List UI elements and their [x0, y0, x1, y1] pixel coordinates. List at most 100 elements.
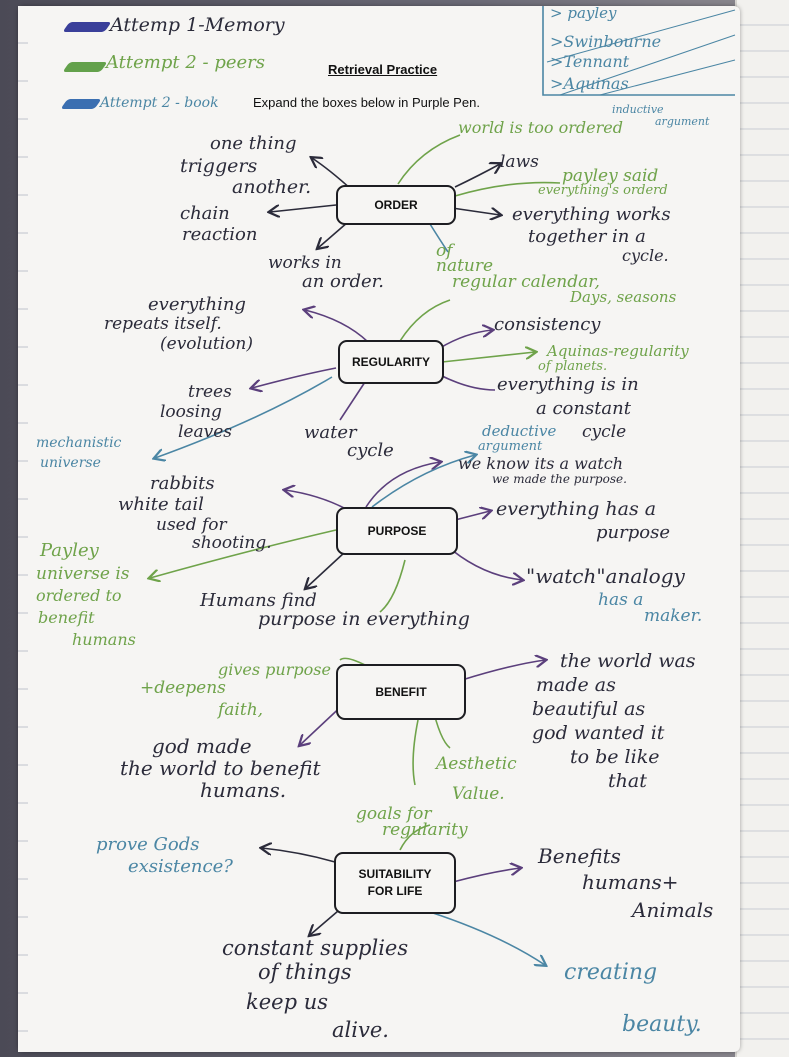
regularity-note-h2: universe	[40, 455, 101, 471]
order-note-b1: chain	[180, 203, 230, 224]
order-note-e1: laws	[500, 152, 539, 172]
regularity-note-b2: Days, seasons	[570, 288, 677, 306]
benefit-note-d2: Value.	[452, 784, 505, 804]
purpose-note-e5: humans	[72, 630, 136, 649]
benefit-note-d1: Aesthetic	[436, 754, 517, 774]
order-note-c2: an order.	[302, 271, 385, 292]
box-benefit: BENEFIT	[336, 664, 466, 720]
suitability-note-a1: prove Gods	[96, 834, 200, 855]
benefit-note-b3: beautiful as	[532, 698, 646, 720]
box-purpose: PURPOSE	[336, 507, 458, 555]
purpose-note-e1: Payley	[40, 540, 99, 561]
purpose-note-g1: has a	[598, 590, 644, 610]
purpose-note-g2: maker.	[644, 606, 703, 626]
benefit-note-b2: made as	[536, 674, 616, 696]
order-note-h3: cycle.	[622, 246, 669, 265]
regularity-note-a3: (evolution)	[160, 334, 254, 354]
purpose-note-c2: white tail	[118, 494, 204, 515]
purpose-note-a1: deductive	[482, 422, 557, 440]
regularity-note-d2: of planets.	[538, 359, 608, 374]
suitability-note-c2: of things	[258, 960, 352, 984]
legend-attempt-2-book: Attempt 2 - book	[100, 95, 219, 111]
regularity-note-g2: cycle	[347, 440, 394, 461]
order-note-f1: world is too ordered	[458, 118, 623, 137]
benefit-note-b1: the world was	[560, 650, 696, 672]
benefit-note-b6: that	[608, 770, 647, 792]
benefit-note-e2: regularity	[382, 820, 468, 840]
benefit-note-c2: the world to benefit	[120, 756, 321, 780]
regularity-note-g1: water	[304, 422, 357, 443]
purpose-note-f1: "watch"analogy	[526, 564, 685, 588]
regularity-note-c1: consistency	[494, 314, 601, 335]
green-swatch-scribble	[62, 62, 108, 72]
benefit-note-a2: +deepens	[140, 678, 226, 698]
corner-payley: > payley	[550, 4, 617, 22]
regularity-note-d1: Aquinas-regularity	[547, 342, 689, 360]
purpose-note-h1: Humans find	[200, 590, 317, 611]
regularity-note-e3: cycle	[582, 422, 627, 442]
purpose-note-a2: argument	[478, 439, 543, 454]
benefit-note-c1: god made	[152, 734, 252, 758]
order-note-c1: works in	[268, 253, 342, 273]
box-suitability-line2: FOR LIFE	[367, 884, 423, 898]
order-note-a2: triggers	[180, 155, 258, 177]
regularity-note-e2: a constant	[536, 398, 631, 419]
order-note-a1: one thing	[210, 133, 297, 154]
regularity-note-b1: regular calendar,	[452, 272, 600, 292]
benefit-note-c3: humans.	[200, 778, 287, 802]
benefit-note-a1: gives purpose	[218, 660, 331, 679]
suitability-note-c3: keep us	[246, 990, 329, 1014]
suitability-note-d2: beauty.	[622, 1012, 702, 1037]
corner-argument: argument	[655, 115, 710, 128]
benefit-note-b4: god wanted it	[532, 722, 665, 744]
corner-inductive: inductive	[612, 103, 664, 116]
regularity-note-f1: trees	[188, 382, 232, 402]
purpose-note-c1: rabbits	[150, 473, 215, 494]
corner-tennant: >Tennant	[550, 52, 630, 71]
purpose-note-c3: used for	[156, 515, 227, 535]
suitability-note-c4: alive.	[332, 1018, 389, 1042]
regularity-note-e1: everything is in	[497, 374, 639, 395]
order-note-a3: another.	[232, 176, 312, 198]
suitability-note-b3: Animals	[632, 898, 714, 922]
legend-attempt-2-peers: Attempt 2 - peers	[106, 52, 265, 73]
order-note-g1: payley said	[562, 166, 659, 186]
box-suitability-line1: SUITABILITY	[358, 866, 432, 881]
purpose-note-e3: ordered to	[36, 586, 122, 605]
regularity-note-f3: leaves	[178, 422, 233, 442]
benefit-note-a3: faith,	[218, 700, 264, 720]
suitability-note-a2: exsistence?	[128, 856, 233, 877]
worksheet-title: Retrieval Practice	[328, 62, 438, 77]
order-note-d2: nature	[436, 256, 494, 276]
purpose-note-b2: we made the purpose.	[492, 472, 627, 486]
purpose-note-d2: purpose	[596, 522, 670, 543]
regularity-note-a1: everything	[148, 294, 246, 315]
order-note-b2: reaction	[182, 224, 258, 245]
benefit-note-e1: goals for	[356, 804, 432, 824]
corner-aquinas: >Aquinas	[550, 74, 629, 93]
suitability-note-d1: creating	[564, 960, 658, 985]
regularity-note-h1: mechanistic	[36, 435, 122, 451]
box-order: ORDER	[336, 185, 456, 225]
purpose-note-h2: purpose in everything	[258, 608, 470, 630]
box-suitability-for-life: SUITABILITY FOR LIFE	[334, 852, 456, 914]
legend-attempt-1: Attemp 1-Memory	[110, 14, 285, 36]
benefit-note-b5: to be like	[570, 746, 660, 768]
purpose-note-c4: shooting.	[192, 533, 272, 553]
regularity-note-a2: repeats itself.	[104, 314, 222, 334]
purpose-note-e4: benefit	[38, 608, 95, 627]
suitability-note-b1: Benefits	[538, 844, 621, 868]
suitability-note-b2: humans+	[582, 870, 679, 894]
order-note-h1: everything works	[512, 204, 671, 225]
purpose-note-e2: universe is	[36, 564, 130, 584]
box-regularity: REGULARITY	[338, 340, 444, 384]
purpose-note-b1: we know its a watch	[458, 454, 624, 473]
order-note-h2: together in a	[528, 226, 646, 247]
worksheet-instructions: Expand the boxes below in Purple Pen.	[253, 95, 480, 110]
suitability-note-c1: constant supplies	[222, 936, 409, 960]
order-note-g2: everything's orderd	[538, 183, 668, 198]
regularity-note-f2: loosing	[160, 402, 222, 422]
purple-swatch-scribble	[62, 22, 112, 32]
purpose-note-d1: everything has a	[496, 498, 657, 520]
